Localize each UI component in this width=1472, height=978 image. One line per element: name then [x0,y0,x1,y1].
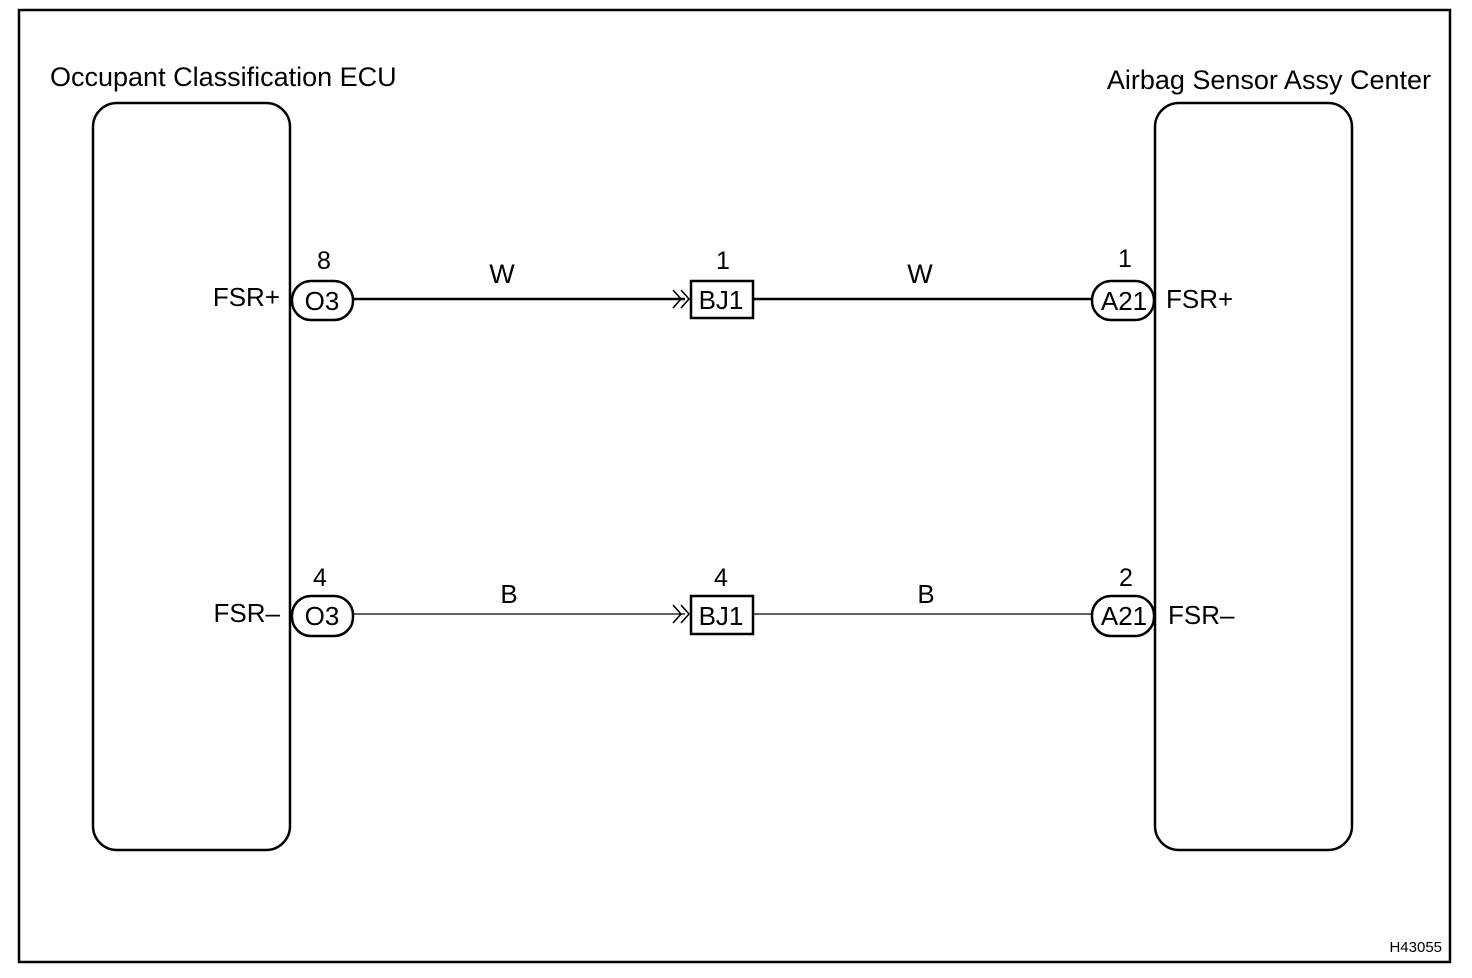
junction-connector-label: BJ1 [699,601,744,631]
right-connector-label: A21 [1101,286,1147,316]
left-connector-oval [290,279,355,322]
right-connector-oval [1090,279,1156,322]
right-connector-label: A21 [1101,601,1147,631]
junction-connector-box [689,279,755,320]
left-pin-number: 8 [317,247,331,275]
occupant-classification-ecu-box [91,101,292,852]
double-chevron-icon [672,604,691,624]
double-chevron-icon [672,289,691,309]
left-terminal-label: FSR+ [213,282,280,312]
right-connector-oval [1090,594,1156,638]
circuit-fsr-minus: FSR– 4 O3 B 4 BJ1 B 2 A21 FSR– [214,564,1235,638]
junction-connector-label: BJ1 [699,285,744,315]
left-connector-label: O3 [305,286,340,316]
wire-color-left: B [500,579,517,609]
left-connector-label: O3 [305,601,340,631]
right-pin-number: 2 [1119,564,1133,592]
right-component-title: Airbag Sensor Assy Center [1107,65,1431,95]
figure-id: H43055 [1389,939,1442,956]
right-pin-number: 1 [1118,245,1132,273]
left-connector-oval [290,594,355,638]
diagram-frame [17,8,1452,964]
junction-connector-box [689,594,755,636]
left-component-title: Occupant Classification ECU [50,62,397,92]
wire-color-right: B [917,579,934,609]
wire-color-left: W [489,259,515,289]
circuit-fsr-plus: FSR+ 8 O3 W 1 BJ1 W 1 A21 FSR+ [213,245,1233,322]
right-terminal-label: FSR– [1168,600,1235,630]
airbag-sensor-assy-center-box [1153,101,1354,852]
left-terminal-label: FSR– [214,598,281,628]
left-pin-number: 4 [313,564,327,592]
junction-pin-number: 4 [714,564,728,592]
right-terminal-label: FSR+ [1166,284,1233,314]
wire-color-right: W [907,259,933,289]
junction-pin-number: 1 [716,247,730,275]
